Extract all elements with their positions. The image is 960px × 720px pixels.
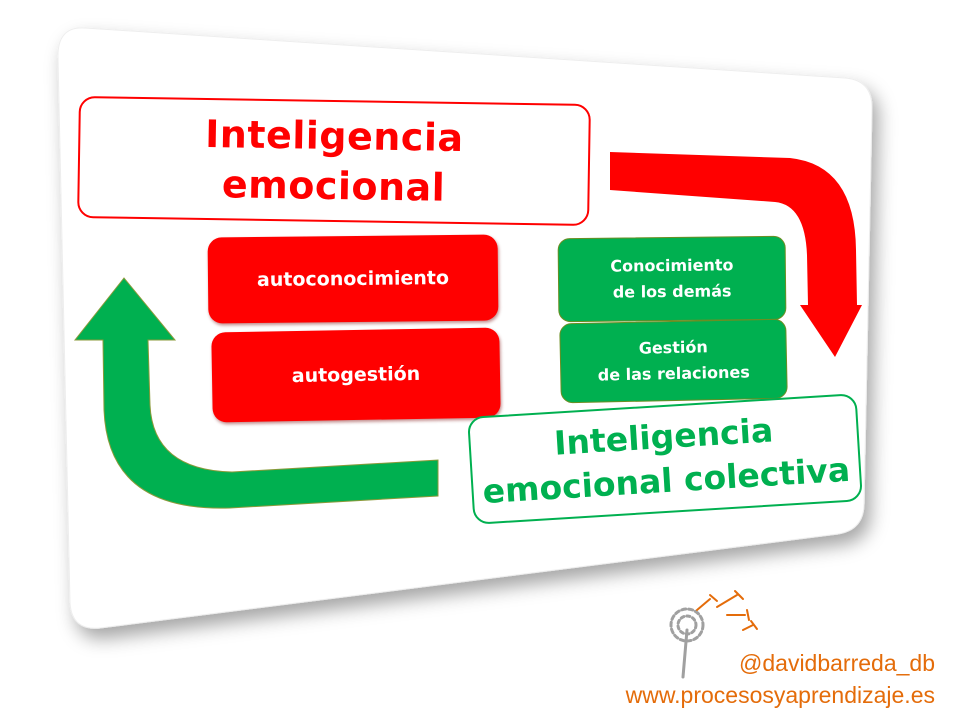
self-awareness-box: autoconocimiento — [207, 234, 499, 324]
relationship-management-line1: Gestión — [638, 337, 708, 358]
social-awareness-box: Conocimiento de los demás — [557, 235, 787, 323]
title-line2: emocional — [221, 162, 446, 210]
relationship-management-line2: de las relaciones — [597, 362, 750, 385]
self-management-label: autogestión — [291, 362, 421, 388]
self-awareness-label: autoconocimiento — [256, 266, 450, 292]
emotional-intelligence-title-box: Inteligencia emocional — [77, 95, 591, 227]
self-management-box: autogestión — [211, 327, 501, 423]
social-awareness-line2: de los demás — [612, 281, 732, 302]
twitter-handle: @davidbarreda_db — [739, 650, 935, 676]
red-cycle-arrow — [610, 152, 862, 357]
dandelion-logo-icon — [669, 590, 758, 679]
social-awareness-line1: Conocimiento — [610, 255, 734, 276]
website-link[interactable]: www.procesosyaprendizaje.es — [625, 682, 935, 708]
green-cycle-arrow — [73, 277, 439, 509]
title-line1: Inteligencia — [204, 111, 464, 161]
relationship-management-box: Gestión de las relaciones — [559, 318, 788, 404]
